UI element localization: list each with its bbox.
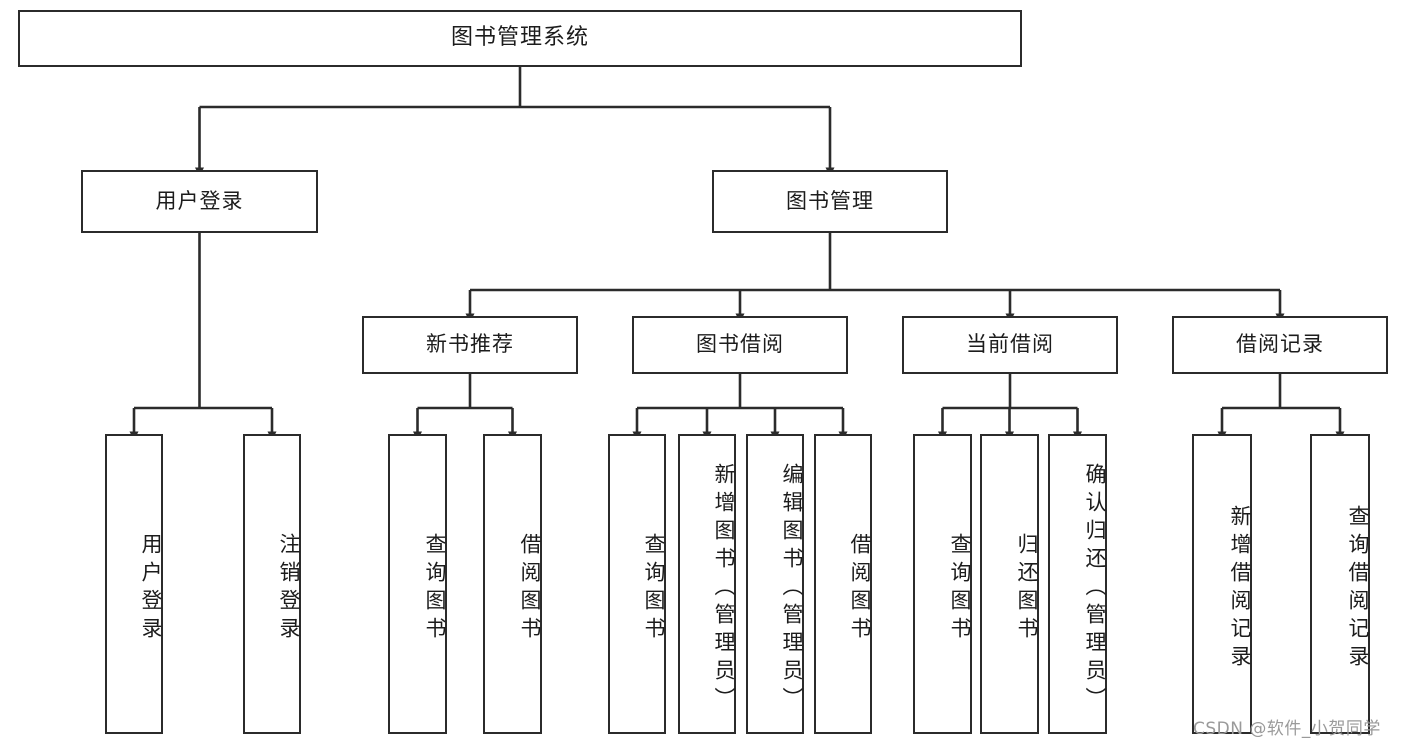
node-leaf-add-record[interactable]: 新增借阅记录: [1192, 434, 1252, 734]
node-leaf-query-book-2[interactable]: 查询图书: [608, 434, 666, 734]
node-new-book-recommend-label: 新书推荐: [426, 332, 514, 357]
node-leaf-user-login-label: 用户登录: [139, 533, 163, 645]
node-leaf-user-login[interactable]: 用户登录: [105, 434, 163, 734]
node-root-label: 图书管理系统: [450, 25, 589, 51]
node-book-management[interactable]: 图书管理: [712, 170, 948, 233]
node-leaf-edit-book-label: 编辑图书（管理员）: [780, 463, 804, 715]
node-leaf-query-book-3-label: 查询图书: [948, 533, 972, 645]
node-current-borrow[interactable]: 当前借阅: [902, 316, 1118, 374]
node-leaf-borrow-book-2-label: 借阅图书: [848, 533, 872, 645]
node-user-login[interactable]: 用户登录: [81, 170, 318, 233]
node-leaf-logout-login[interactable]: 注销登录: [243, 434, 301, 734]
node-leaf-borrow-book-1-label: 借阅图书: [518, 533, 542, 645]
node-current-borrow-label: 当前借阅: [966, 332, 1054, 357]
node-leaf-query-book-2-label: 查询图书: [642, 533, 666, 645]
node-leaf-add-book[interactable]: 新增图书（管理员）: [678, 434, 736, 734]
node-leaf-confirm-return-label: 确认归还（管理员）: [1083, 463, 1107, 715]
node-leaf-query-book-1-label: 查询图书: [423, 533, 447, 645]
node-leaf-borrow-book-1[interactable]: 借阅图书: [483, 434, 542, 734]
node-leaf-query-book-1[interactable]: 查询图书: [388, 434, 447, 734]
node-leaf-query-record-label: 查询借阅记录: [1346, 505, 1370, 673]
node-leaf-logout-login-label: 注销登录: [277, 533, 301, 645]
node-leaf-return-book[interactable]: 归还图书: [980, 434, 1039, 734]
node-leaf-return-book-label: 归还图书: [1015, 533, 1039, 645]
node-borrow-record-label: 借阅记录: [1236, 332, 1324, 357]
node-leaf-edit-book[interactable]: 编辑图书（管理员）: [746, 434, 804, 734]
node-leaf-confirm-return[interactable]: 确认归还（管理员）: [1048, 434, 1107, 734]
node-book-borrow-label: 图书借阅: [696, 332, 784, 357]
node-borrow-record[interactable]: 借阅记录: [1172, 316, 1388, 374]
node-leaf-add-record-label: 新增借阅记录: [1228, 505, 1252, 673]
node-leaf-query-record[interactable]: 查询借阅记录: [1310, 434, 1370, 734]
node-user-login-label: 用户登录: [155, 188, 244, 213]
watermark: CSDN @软件_小贺同学: [1193, 719, 1381, 739]
node-leaf-query-book-3[interactable]: 查询图书: [913, 434, 972, 734]
node-leaf-borrow-book-2[interactable]: 借阅图书: [814, 434, 872, 734]
node-book-borrow[interactable]: 图书借阅: [632, 316, 848, 374]
node-leaf-add-book-label: 新增图书（管理员）: [712, 463, 736, 715]
node-root[interactable]: 图书管理系统: [18, 10, 1022, 67]
node-book-management-label: 图书管理: [786, 188, 874, 213]
node-new-book-recommend[interactable]: 新书推荐: [362, 316, 578, 374]
